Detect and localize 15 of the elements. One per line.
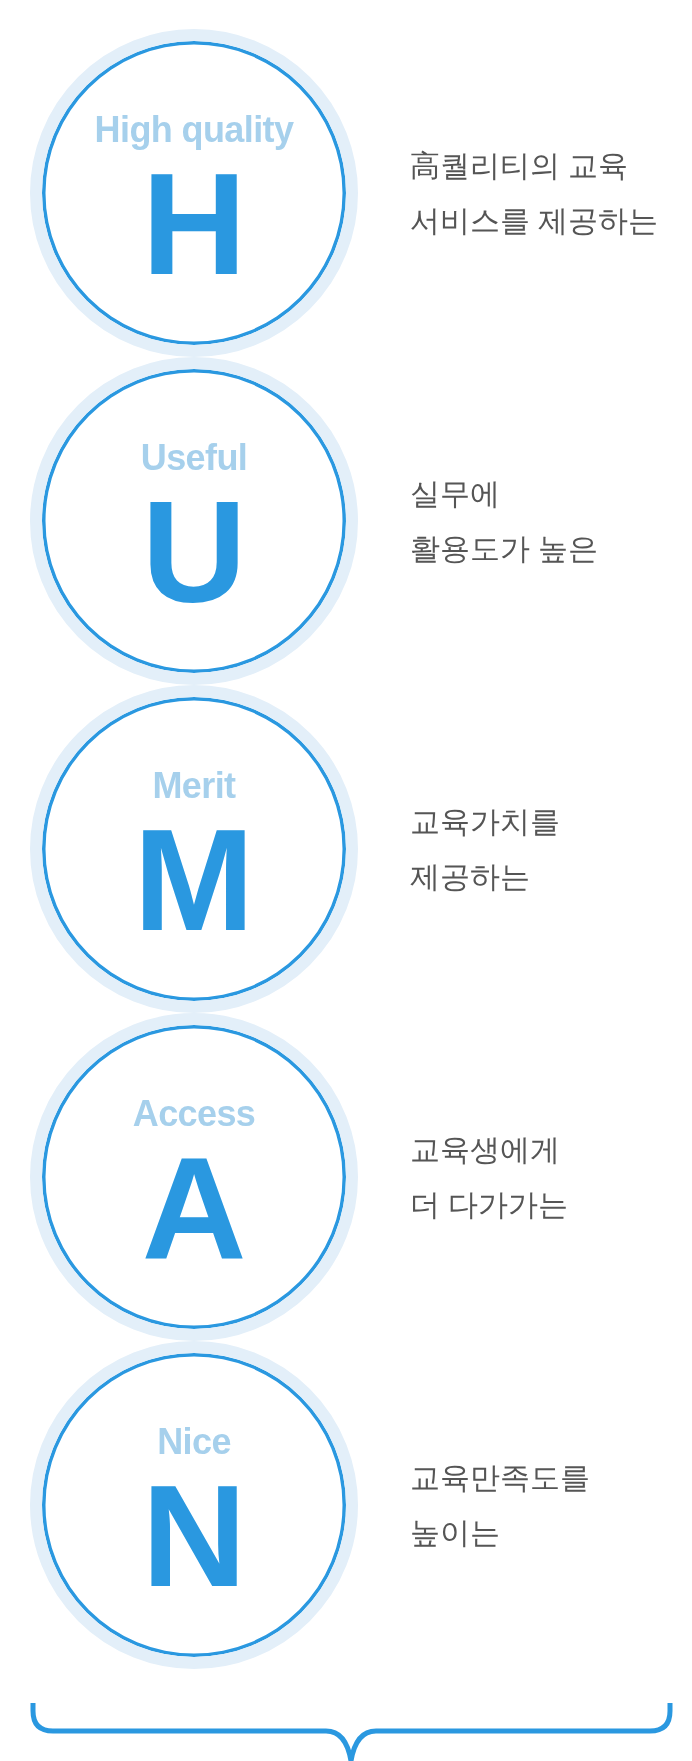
word-label: Access — [131, 1096, 257, 1132]
word-label: Merit — [151, 768, 237, 804]
description-text: 실무에 활용도가 높은 — [410, 476, 600, 567]
word-label: Useful — [139, 440, 249, 476]
initial-letter: U — [140, 480, 248, 625]
initial-letter: H — [141, 152, 247, 297]
initial-letter: N — [140, 1464, 248, 1609]
initial-letter: A — [140, 1136, 248, 1281]
initial-letter: M — [132, 808, 256, 953]
description-text: 교육생에게 더 다가가는 — [410, 1132, 570, 1223]
description-text: 高퀄리티의 교육 서비스를 제공하는 — [410, 148, 660, 239]
description-text: 교육만족도를 높이는 — [410, 1460, 591, 1551]
description-text: 교육가치를 제공하는 — [410, 804, 561, 895]
word-label: Nice — [156, 1424, 232, 1460]
word-label: High quality — [93, 112, 295, 148]
